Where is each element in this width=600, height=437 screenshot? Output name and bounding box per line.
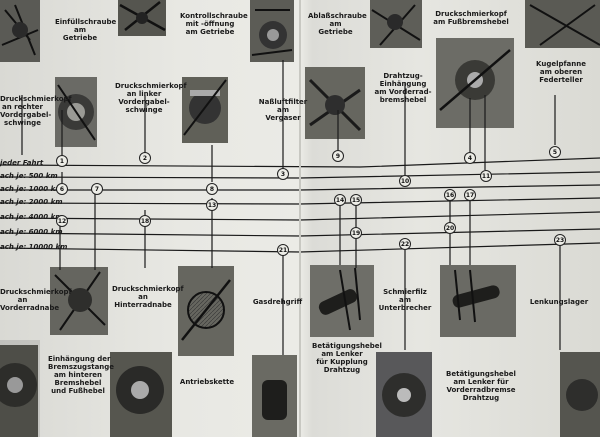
marker-4: 4	[464, 152, 476, 164]
photo-clutch-lever	[310, 265, 374, 337]
marker-13: 13	[206, 199, 218, 211]
marker-18: 18	[139, 215, 151, 227]
photo-front-hub	[0, 345, 38, 437]
marker-20: 20	[444, 222, 456, 234]
marker-3: 3	[277, 168, 289, 180]
label-21: Gasdrehgriff	[252, 298, 303, 306]
marker-11: 11	[480, 170, 492, 182]
photo-gearbox-drain	[305, 67, 365, 139]
marker-6: 6	[56, 183, 68, 195]
marker-21: 21	[277, 244, 289, 256]
marker-8: 8	[206, 183, 218, 195]
photo-front-brake-lever	[370, 0, 422, 48]
photo-spring-cap	[525, 0, 600, 48]
interval-2000: ach je: 2000 km	[0, 198, 63, 206]
photo-front-fork-left	[118, 0, 166, 36]
interval-each-trip: jeder Fahrt	[0, 159, 44, 167]
photo-breaker-felt	[376, 352, 432, 437]
marker-15: 15	[350, 194, 362, 206]
marker-12: 12	[56, 215, 68, 227]
photo-rear-hub	[110, 352, 172, 437]
marker-5: 5	[549, 146, 561, 158]
photo-foot-brake	[436, 38, 514, 128]
photo-gearbox-filler	[55, 77, 97, 147]
marker-2: 2	[139, 152, 151, 164]
photo-drive-chain	[178, 266, 234, 356]
marker-9: 9	[332, 150, 344, 162]
photo-front-brake-lever-bottom	[440, 265, 516, 337]
marker-14: 14	[334, 194, 346, 206]
photo-gearbox-check-screw	[182, 77, 228, 143]
interval-1000: ach je: 1000 km	[0, 185, 63, 193]
photo-throttle-grip	[252, 355, 297, 437]
photo-steering-bearing	[560, 352, 600, 437]
label-23: Lenkungslager	[529, 298, 589, 306]
marker-19: 19	[350, 227, 362, 239]
marker-22: 22	[399, 238, 411, 250]
marker-7: 7	[91, 183, 103, 195]
marker-16: 16	[444, 189, 456, 201]
interval-6000: ach je: 6000 km	[0, 228, 63, 236]
marker-10: 10	[399, 175, 411, 187]
marker-17: 17	[464, 189, 476, 201]
marker-1: 1	[56, 155, 68, 167]
photo-rear-brake	[50, 267, 108, 335]
interval-10000: ach je: 10000 km	[0, 243, 68, 251]
photo-carburetor	[250, 0, 294, 62]
photo-front-fork-right	[0, 0, 40, 62]
interval-500: ach je: 500 km	[0, 172, 58, 180]
marker-23: 23	[554, 234, 566, 246]
label-13: Antriebskette	[179, 378, 235, 386]
interval-4000: ach je: 4000 km	[0, 213, 63, 221]
